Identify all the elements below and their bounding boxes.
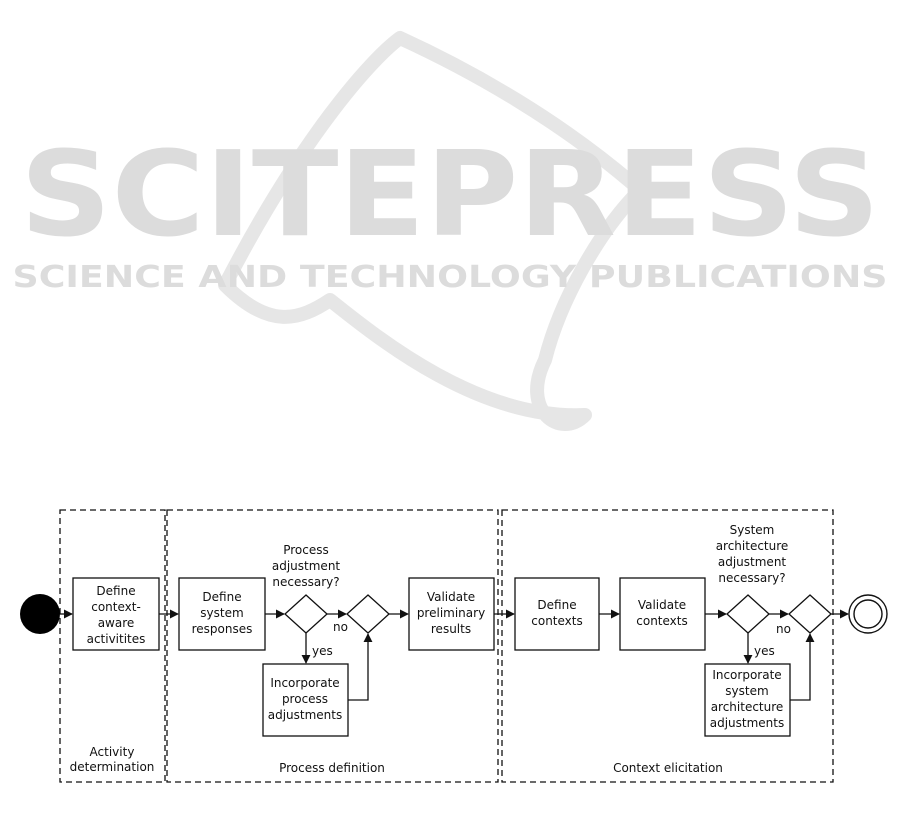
task-define-contexts	[514, 577, 600, 651]
watermark-book-icon	[218, 31, 647, 431]
task-validate-results	[408, 577, 495, 651]
edge-label-no-process: no	[333, 620, 348, 634]
task-define-responses	[178, 577, 266, 651]
lane-context	[501, 509, 834, 783]
edge-label-yes-process: yes	[312, 644, 333, 658]
watermark-subtitle: SCIENCE AND TECHNOLOGY PUBLICATIONS	[13, 260, 888, 295]
gateway-process-merge	[346, 594, 390, 634]
flow-incorporate-to-merge	[348, 633, 373, 701]
task-define-activities	[72, 577, 160, 651]
edge-label-no-architecture: no	[776, 622, 791, 636]
watermark: SCITEPRESS SCIENCE AND TECHNOLOGY PUBLIC…	[13, 31, 888, 431]
lane-activity	[59, 509, 166, 783]
task-incorporate-architecture	[704, 663, 791, 737]
flow-arch-incorporate-to-merge	[790, 633, 815, 701]
edge-label-yes-architecture: yes	[754, 644, 775, 658]
lane-label-context: Context elicitation	[613, 761, 723, 775]
gateway-process-split	[284, 594, 328, 634]
gateway-architecture-split	[726, 594, 770, 634]
gateway-architecture-merge	[788, 594, 832, 634]
lane-label-process: Process definition	[279, 761, 385, 775]
watermark-title: SCITEPRESS	[20, 125, 880, 263]
start-event	[20, 594, 60, 634]
sequence-flows	[60, 609, 849, 701]
lane-process	[166, 509, 499, 783]
end-event	[848, 594, 888, 634]
task-incorporate-process	[262, 663, 349, 737]
